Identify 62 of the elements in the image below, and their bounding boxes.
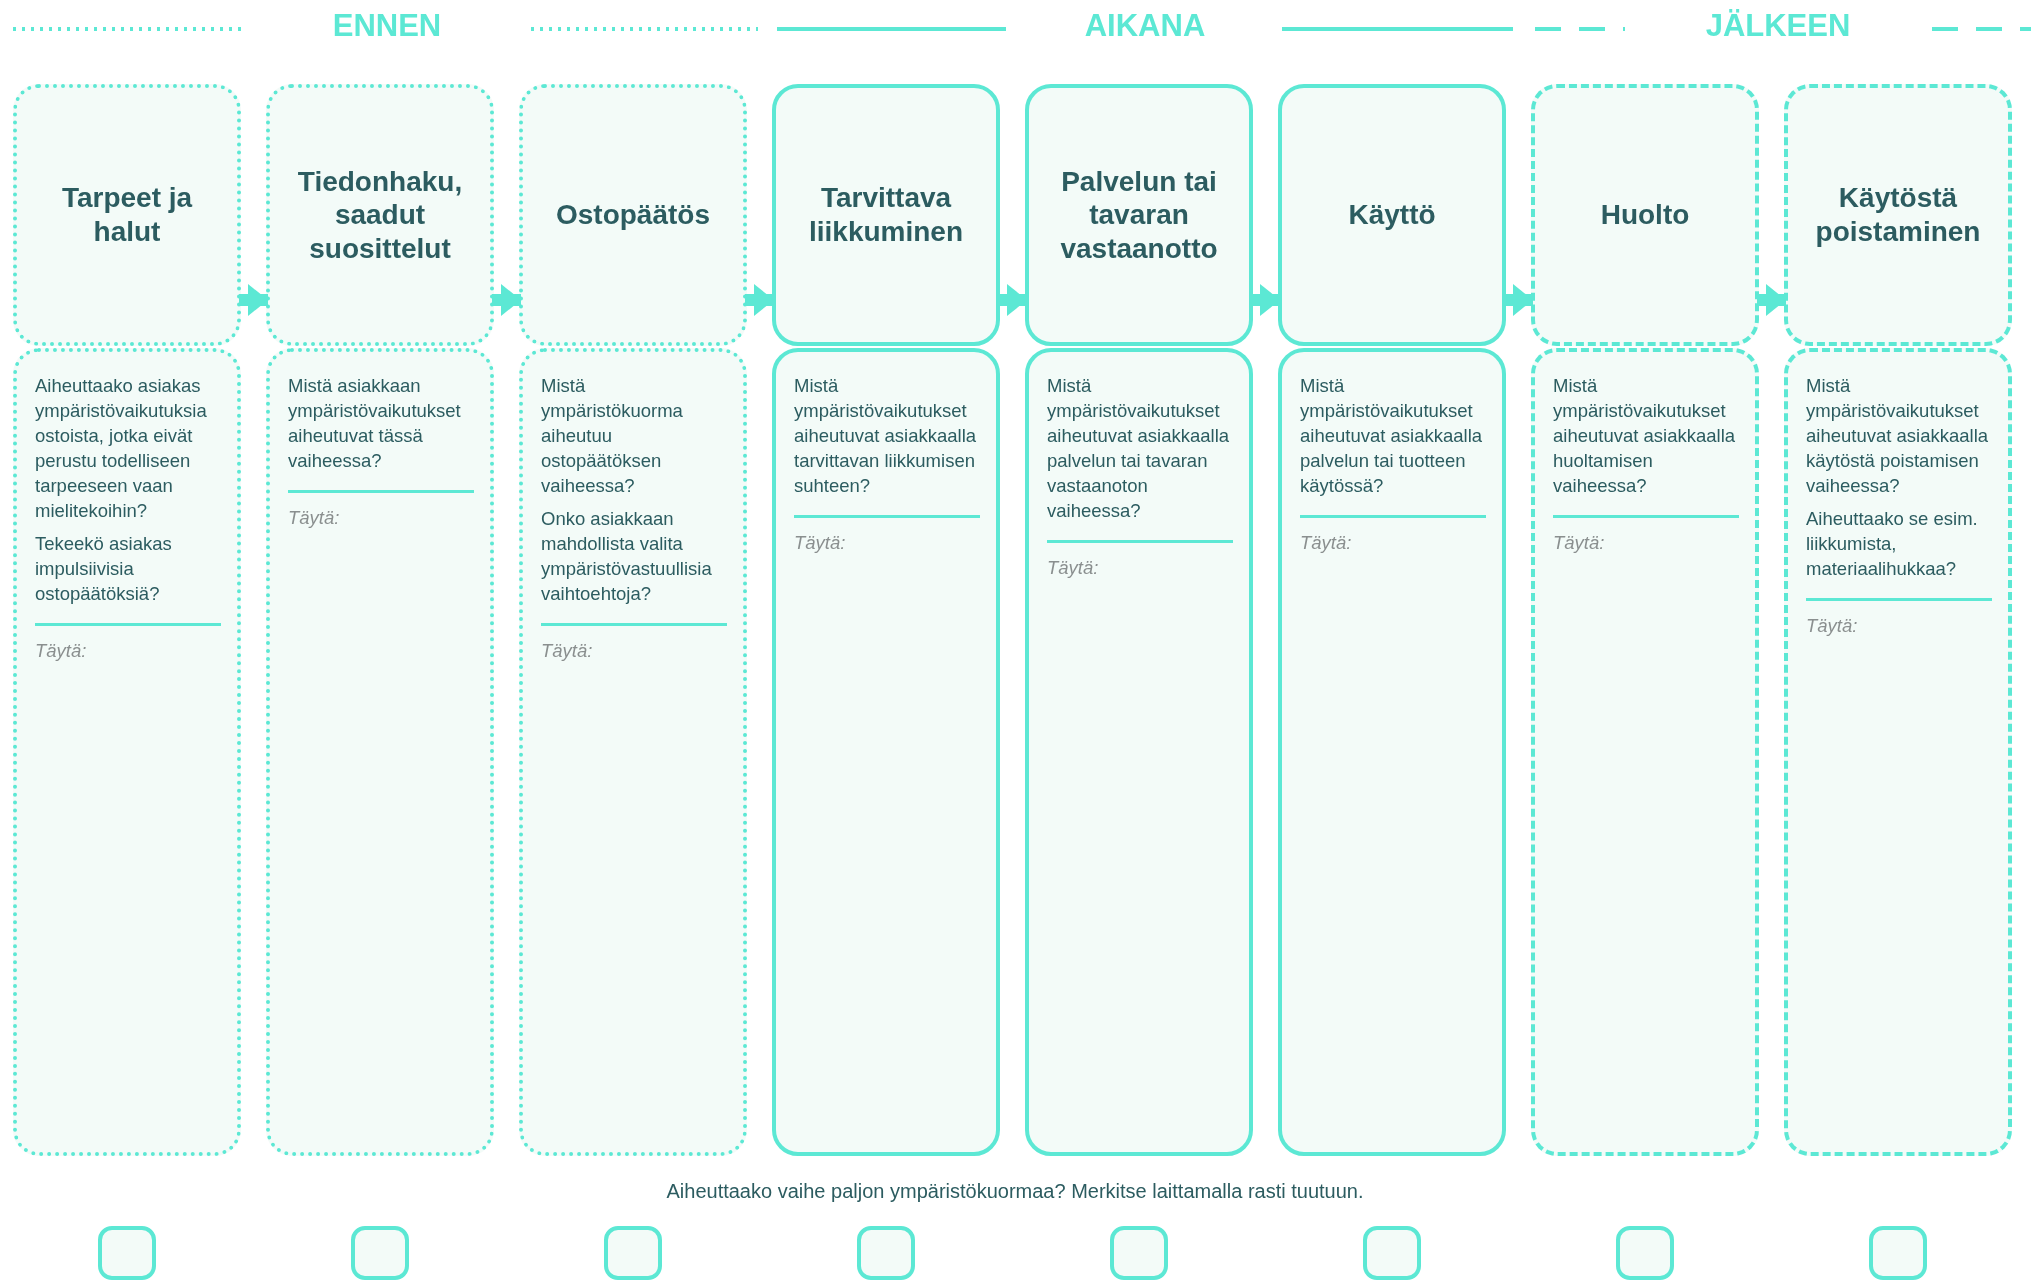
question-card xyxy=(1025,348,1253,1156)
stage-box xyxy=(266,84,494,346)
question-card xyxy=(1531,348,1759,1156)
question-card xyxy=(772,348,1000,1156)
stage-title: Tarvittava liikkuminen xyxy=(807,181,964,249)
question-text: Mistä ympäristövaikutukset aiheutuvat asiakkaalla palvelun tai tavaran vastaanoton vaiheessa? xyxy=(1047,374,1231,523)
checkbox xyxy=(98,1226,156,1280)
question-text: Mistä ympäristövaikutukset aiheutuvat asiakkaalla käytöstä poistamisen vaiheessa? xyxy=(1806,374,1990,498)
fill-in-prompt: Täytä: xyxy=(288,489,474,529)
question-card xyxy=(1784,348,2012,1156)
phase-heading: JÄLKEEN xyxy=(1705,8,1851,44)
question-card xyxy=(519,348,747,1156)
arrow xyxy=(1251,284,1280,316)
stage-box xyxy=(519,84,747,346)
arrow xyxy=(998,284,1027,316)
stage-box xyxy=(1278,84,1506,346)
fill-in-prompt: Täytä: xyxy=(1553,514,1739,554)
stage-title: Käyttö xyxy=(1348,198,1436,232)
question-text: Tekeekö asiakas impulsiivisia ostopäätöksiä? xyxy=(35,531,173,606)
arrow xyxy=(239,284,268,316)
fill-in-prompt: Täytä: xyxy=(35,622,221,662)
checkbox xyxy=(604,1226,662,1280)
checkbox xyxy=(857,1226,915,1280)
stage-box xyxy=(1784,84,2012,346)
stage-box xyxy=(13,84,241,346)
fill-in-prompt: Täytä: xyxy=(1047,539,1233,579)
arrow xyxy=(1504,284,1533,316)
checkbox xyxy=(1110,1226,1168,1280)
arrow xyxy=(745,284,774,316)
question-text: Mistä asiakkaan ympäristövaikutukset aiheutuvat tässä vaiheessa? xyxy=(288,374,462,473)
fill-in-prompt: Täytä: xyxy=(1806,597,1992,637)
stage-title: Käytöstä poistaminen xyxy=(1814,181,1982,249)
phase-heading: ENNEN xyxy=(332,8,442,44)
phase-heading: AIKANA xyxy=(1084,8,1206,44)
question-text: Aiheuttaako asiakas ympäristövaikutuksia ostoista, jotka eivät perustu todelliseen tarpeeseen vaan mielitekoihin? xyxy=(35,374,208,523)
stage-box xyxy=(1531,84,1759,346)
question-card xyxy=(266,348,494,1156)
fill-in-prompt: Täytä: xyxy=(541,622,727,662)
question-text: Onko asiakkaan mahdollista valita ympäristövastuullisia vaihtoehtoja? xyxy=(541,506,713,606)
question-text: Mistä ympäristökuorma aiheutuu ostopäätöksen vaiheessa? xyxy=(541,374,684,498)
fill-in-prompt: Täytä: xyxy=(1300,514,1486,554)
arrow xyxy=(1757,284,1786,316)
question-card xyxy=(13,348,241,1156)
fill-in-prompt: Täytä: xyxy=(794,514,980,554)
checkbox xyxy=(351,1226,409,1280)
question-card xyxy=(1278,348,1506,1156)
question-text: Mistä ympäristövaikutukset aiheutuvat asiakkaalla palvelun tai tuotteen käytössä? xyxy=(1300,374,1484,498)
checkbox xyxy=(1616,1226,1674,1280)
stage-box xyxy=(772,84,1000,346)
stage-title: Ostopäätös xyxy=(556,198,710,232)
stage-title: Palvelun tai tavaran vastaanotto xyxy=(1059,164,1219,266)
checkbox xyxy=(1869,1226,1927,1280)
arrow xyxy=(492,284,521,316)
question-text: Aiheuttaako se esim. liikkumista, materiaalihukkaa? xyxy=(1806,506,1979,581)
question-text: Mistä ympäristövaikutukset aiheutuvat asiakkaalla huoltamisen vaiheessa? xyxy=(1553,374,1737,498)
stage-title: Tiedonhaku, saadut suosittelut xyxy=(296,164,464,266)
question-text: Mistä ympäristövaikutukset aiheutuvat asiakkaalla tarvittavan liikkumisen suhteen? xyxy=(794,374,978,498)
stage-box xyxy=(1025,84,1253,346)
checkbox xyxy=(1363,1226,1421,1280)
stage-title: Tarpeet ja halut xyxy=(60,181,194,249)
stage-title: Huolto xyxy=(1600,198,1690,232)
instruction-text: Aiheuttaako vaihe paljon ympäristökuormaa? Merkitse laittamalla rasti tuutuun. xyxy=(666,1180,1364,1203)
